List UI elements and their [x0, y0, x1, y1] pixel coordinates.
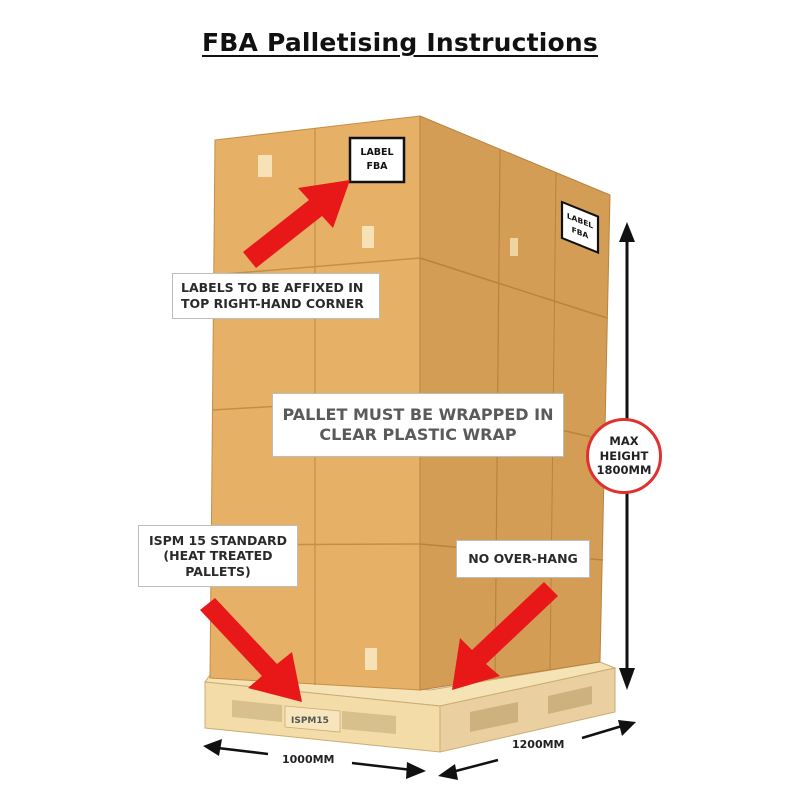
width-dimension-label: 1000MM [282, 753, 335, 766]
callout-labels-corner: LABELS TO BE AFFIXED IN TOP RIGHT-HAND C… [172, 273, 380, 319]
width-arrow [203, 739, 426, 779]
callout-ispm15: ISPM 15 STANDARD (HEAT TREATED PALLETS) [138, 525, 298, 587]
box-label-side: LABEL FBA [560, 200, 600, 255]
depth-dimension-label: 1200MM [512, 738, 565, 751]
box-label-front: LABEL FBA [348, 136, 406, 184]
page-title: FBA Palletising Instructions [201, 28, 599, 57]
svg-text:LABEL: LABEL [360, 147, 393, 158]
arrow-to-label [243, 180, 350, 268]
arrow-to-pallet [200, 598, 302, 702]
max-height-badge: MAX HEIGHT 1800MM [586, 418, 662, 494]
arrow-to-overhang [452, 582, 558, 690]
callout-no-overhang: NO OVER-HANG [456, 540, 590, 578]
svg-text:FBA: FBA [366, 161, 388, 172]
callout-plastic-wrap: PALLET MUST BE WRAPPED IN CLEAR PLASTIC … [272, 393, 564, 457]
depth-arrow [438, 720, 636, 780]
pallet-stamp: ISPM15 [291, 716, 329, 726]
